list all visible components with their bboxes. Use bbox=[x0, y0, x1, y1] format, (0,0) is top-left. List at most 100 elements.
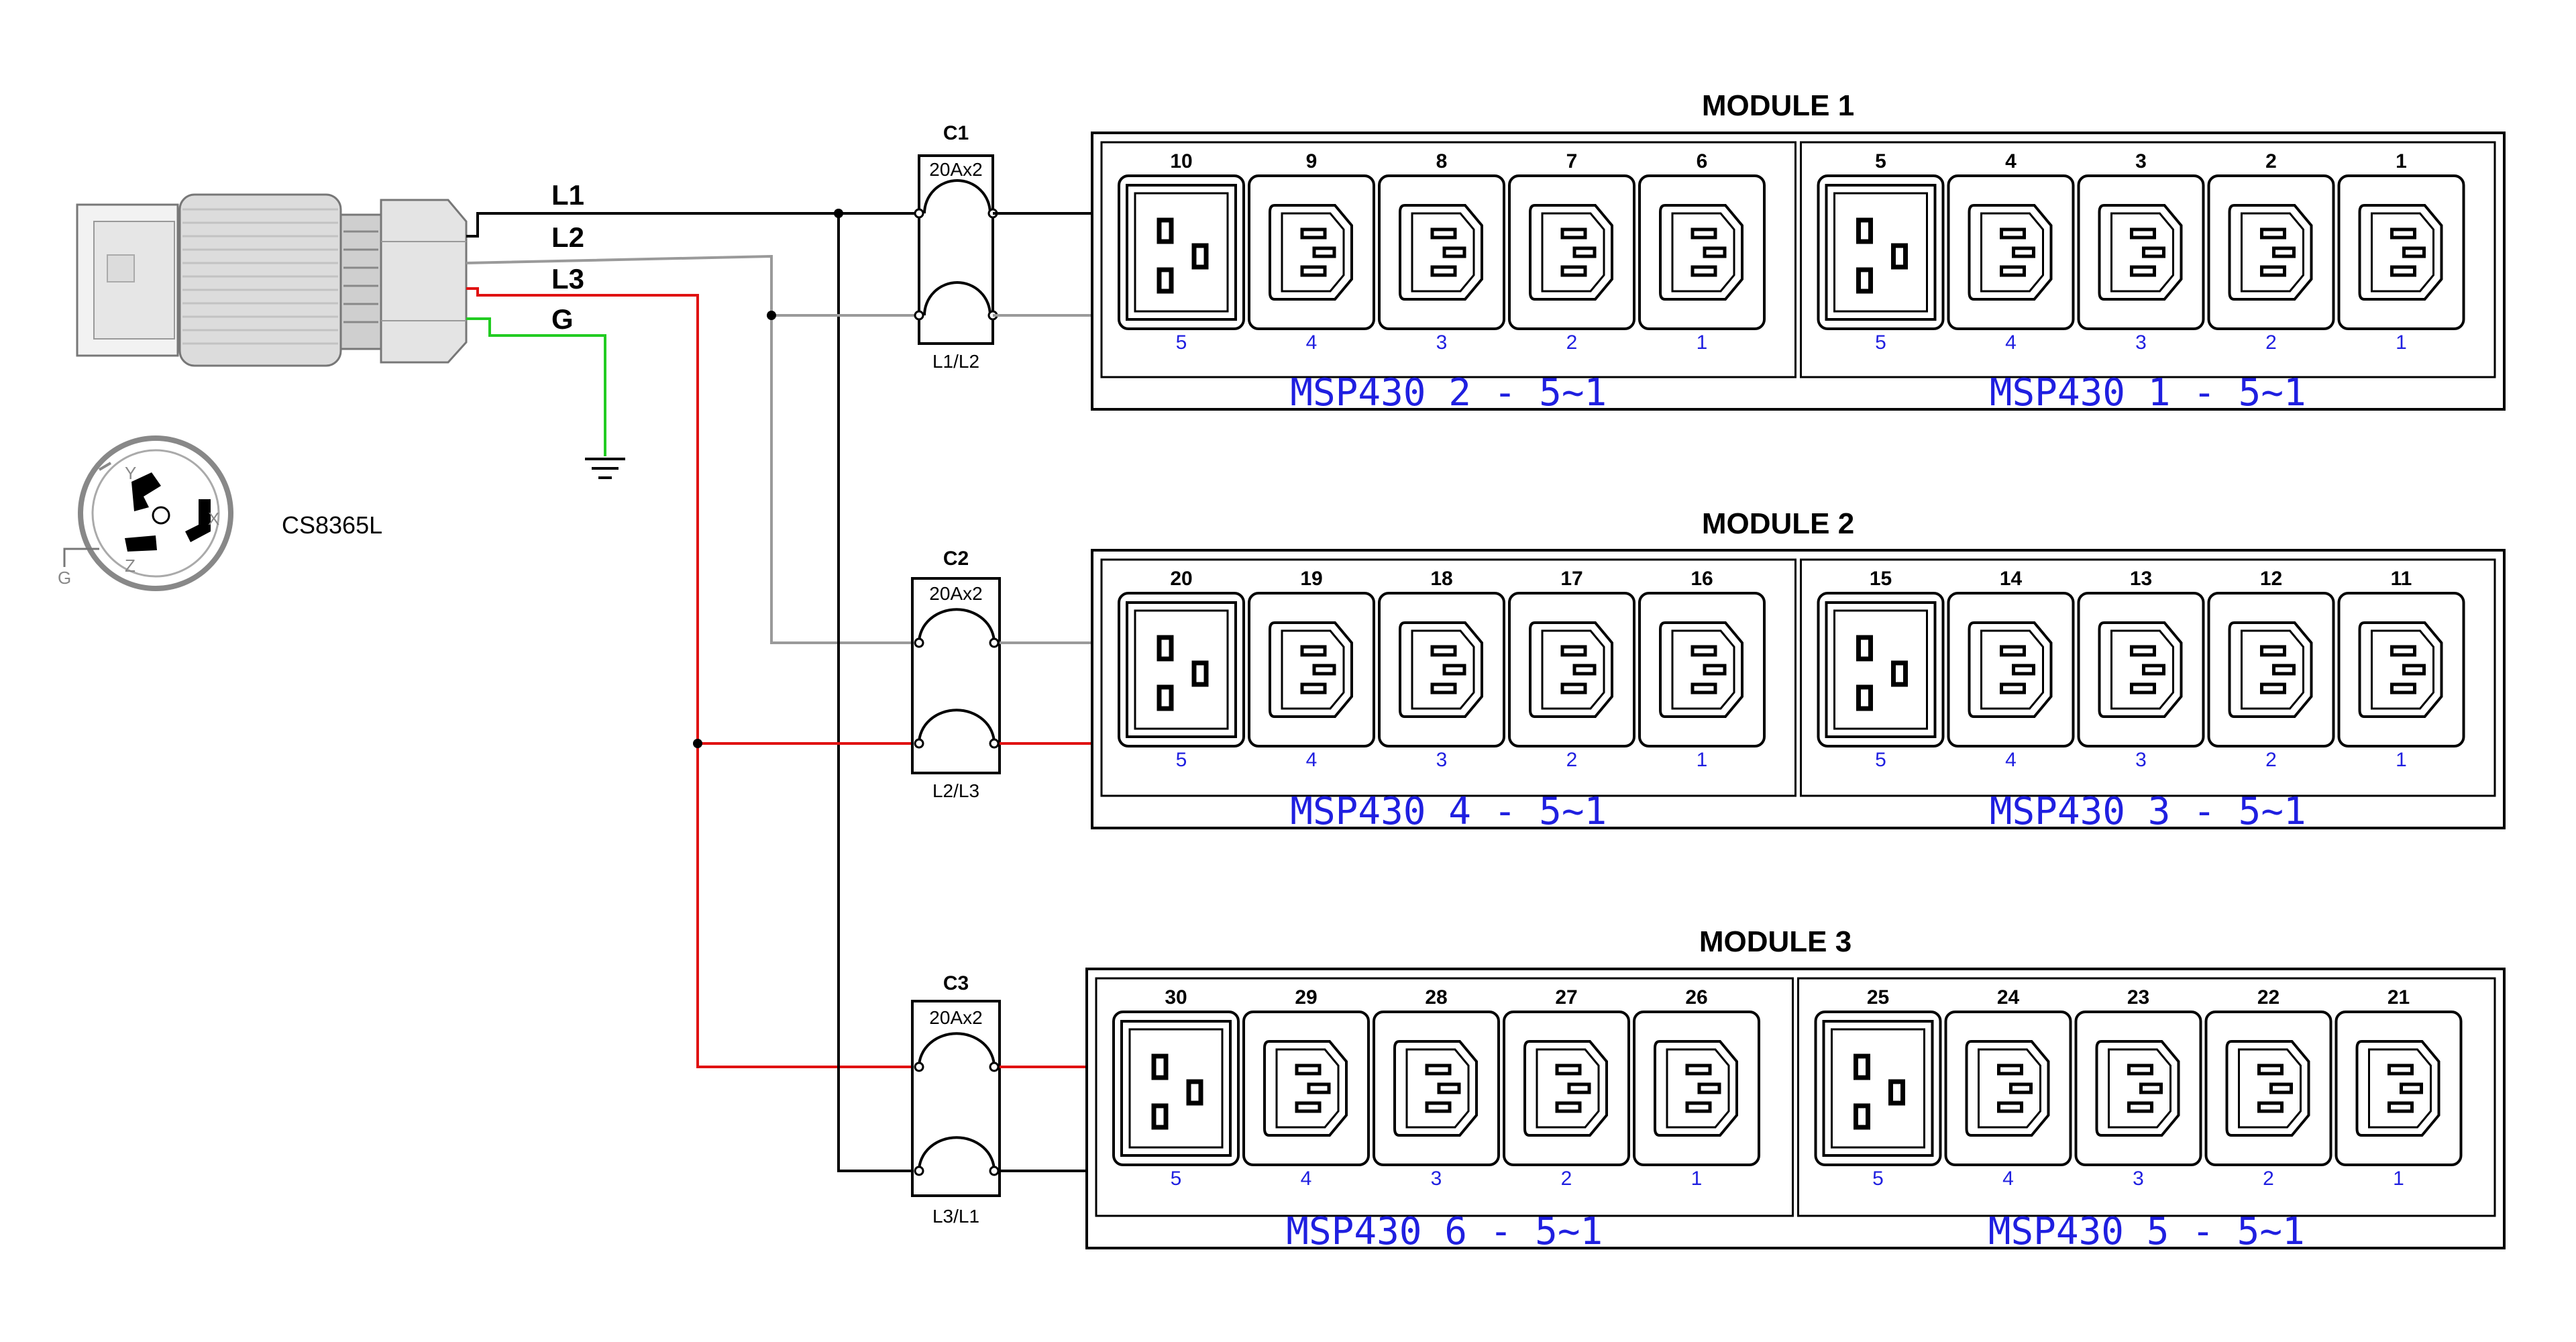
outlet-number: 26 bbox=[1685, 986, 1707, 1009]
outlet-number: 25 bbox=[1867, 986, 1889, 1009]
outlet-position: 1 bbox=[1691, 1168, 1703, 1190]
outlet-position: 2 bbox=[1561, 1168, 1572, 1190]
plug-pin-z: Z bbox=[125, 556, 136, 576]
wire-l1 bbox=[466, 212, 919, 238]
outlet-27: 272 bbox=[1503, 986, 1630, 1190]
wire-l3 bbox=[466, 287, 912, 1068]
outlet-number: 3 bbox=[2135, 150, 2147, 172]
outlet-position: 1 bbox=[2396, 331, 2407, 354]
outlet-18: 183 bbox=[1378, 568, 1505, 771]
outlet-number: 18 bbox=[1430, 568, 1452, 590]
outlet-position: 4 bbox=[2005, 749, 2017, 771]
plug-pin-y: Y bbox=[125, 463, 136, 483]
outlet-position: 5 bbox=[1875, 331, 1886, 354]
outlet-2: 22 bbox=[2207, 150, 2335, 354]
outlet-position: 3 bbox=[2135, 331, 2147, 354]
outlet-frame bbox=[1944, 1011, 2072, 1166]
outlet-20: 205 bbox=[1118, 568, 1245, 771]
outlet-19: 194 bbox=[1248, 568, 1375, 771]
outlet-4: 44 bbox=[1947, 150, 2075, 354]
wire-g bbox=[466, 317, 606, 456]
outlet-number: 17 bbox=[1560, 568, 1582, 590]
outlet-frame bbox=[1248, 592, 1375, 747]
outlet-number: 10 bbox=[1170, 150, 1192, 172]
outlet-position: 1 bbox=[1697, 331, 1708, 354]
breaker-c3 bbox=[911, 1000, 1001, 1197]
outlet-frame bbox=[1814, 1011, 1942, 1166]
outlet-frame bbox=[1817, 174, 1945, 330]
outlet-position: 2 bbox=[2263, 1168, 2274, 1190]
bus-l1 bbox=[837, 213, 912, 1172]
outlet-frame bbox=[2337, 174, 2465, 330]
wire-label-l2: L2 bbox=[551, 221, 584, 253]
plug-face bbox=[63, 435, 233, 591]
outlet-position: 5 bbox=[1171, 1168, 1182, 1190]
outlet-15: 15 5 bbox=[1817, 568, 1945, 771]
module-title: MODULE 1 bbox=[1702, 89, 1854, 122]
outlet-frame bbox=[1817, 592, 1945, 747]
msp430-group-label: MSP430 1 - 5~1 bbox=[1990, 371, 2306, 415]
outlet-17: 172 bbox=[1508, 568, 1635, 771]
outlet-10: 10 5 bbox=[1118, 150, 1245, 354]
outlet-5: 55 bbox=[1817, 150, 1945, 354]
outlet-9: 94 bbox=[1248, 150, 1375, 354]
outlet-position: 1 bbox=[1697, 749, 1708, 771]
module-title: MODULE 3 bbox=[1699, 925, 1851, 958]
outlet-frame bbox=[1503, 1011, 1630, 1166]
outlet-frame bbox=[2337, 592, 2465, 747]
outlet-number: 1 bbox=[2396, 150, 2407, 172]
outlet-position: 4 bbox=[1301, 1168, 1312, 1190]
outlet-frame bbox=[2077, 174, 2205, 330]
outlet-13: 13 3 bbox=[2077, 568, 2205, 771]
outlet-1: 11 bbox=[2337, 150, 2465, 354]
outlet-position: 5 bbox=[1872, 1168, 1884, 1190]
outlet-frame bbox=[1118, 592, 1245, 747]
outlet-position: 4 bbox=[1306, 331, 1318, 354]
breaker-c1 bbox=[914, 154, 998, 345]
outlet-position: 3 bbox=[2135, 749, 2147, 771]
plug-model-label: CS8365L bbox=[282, 511, 382, 539]
outlet-frame bbox=[1633, 1011, 1760, 1166]
outlet-frame bbox=[1638, 592, 1766, 747]
outlet-number: 13 bbox=[2130, 568, 2152, 590]
outlet-position: 2 bbox=[1566, 331, 1578, 354]
wire-label-l1: L1 bbox=[551, 179, 584, 211]
wire-label-l3: L3 bbox=[551, 263, 584, 295]
outlet-position: 5 bbox=[1875, 749, 1886, 771]
msp430-group-label: MSP430 3 - 5~1 bbox=[1990, 790, 2306, 833]
breaker-c2-rating: 20Ax2 bbox=[929, 583, 982, 604]
outlet-position: 2 bbox=[2265, 331, 2277, 354]
breaker-c3-phase: L3/L1 bbox=[932, 1206, 979, 1227]
plug-pin-g: G bbox=[58, 568, 71, 588]
outlet-22: 222 bbox=[2204, 986, 2332, 1190]
outlet-number: 12 bbox=[2260, 568, 2282, 590]
ground-symbol bbox=[585, 458, 625, 479]
outlet-position: 3 bbox=[1436, 331, 1448, 354]
outlet-position: 2 bbox=[2265, 749, 2277, 771]
breaker-c3-rating: 20Ax2 bbox=[929, 1007, 982, 1028]
outlet-frame bbox=[2074, 1011, 2202, 1166]
outlet-position: 4 bbox=[2005, 331, 2017, 354]
outlet-position: 1 bbox=[2393, 1168, 2404, 1190]
outlet-position: 1 bbox=[2396, 749, 2407, 771]
outlet-group-frame bbox=[1800, 558, 2496, 797]
outlet-7: 72 bbox=[1508, 150, 1635, 354]
outlet-position: 5 bbox=[1176, 331, 1187, 354]
outlet-group-frame bbox=[1797, 977, 2496, 1217]
outlet-frame bbox=[1118, 174, 1245, 330]
outlet-frame bbox=[1508, 174, 1635, 330]
outlet-number: 15 bbox=[1870, 568, 1892, 590]
outlet-28: 283 bbox=[1373, 986, 1500, 1190]
outlet-group-frame bbox=[1100, 141, 1796, 378]
breaker-c2-phase: L2/L3 bbox=[932, 780, 979, 801]
outlet-frame bbox=[2334, 1011, 2463, 1166]
outlet-frame bbox=[2204, 1011, 2332, 1166]
outlet-frame bbox=[2077, 592, 2205, 747]
breaker-c3-name: C3 bbox=[943, 972, 969, 994]
outlet-3: 33 bbox=[2077, 150, 2205, 354]
outlet-14: 144 bbox=[1947, 568, 2075, 771]
outlet-frame bbox=[1508, 592, 1635, 747]
outlet-number: 9 bbox=[1306, 150, 1318, 172]
outlet-number: 2 bbox=[2265, 150, 2277, 172]
